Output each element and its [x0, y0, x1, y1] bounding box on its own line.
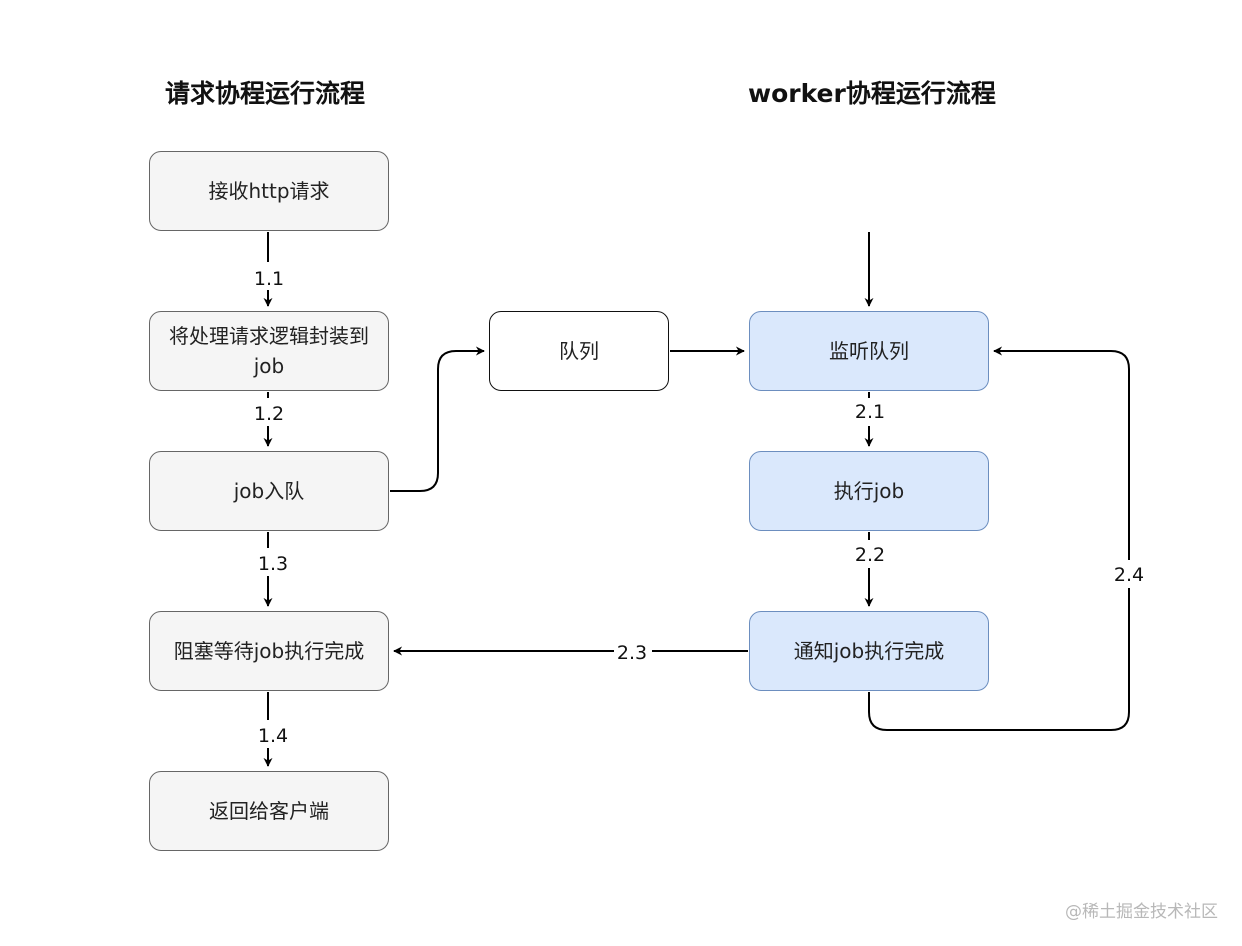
node-notify-done-label: 通知job执行完成 [793, 639, 945, 663]
node-return-client-label: 返回给客户端 [209, 799, 329, 823]
watermark: @稀土掘金技术社区 [1065, 902, 1218, 922]
worker-flow-title: worker协程运行流程 [748, 79, 996, 108]
node-execute-job: 执行job [749, 451, 989, 531]
edge-label-1-4: 1.4 [258, 725, 288, 747]
node-listen-queue-label: 监听队列 [829, 339, 909, 363]
edge-label-1-3: 1.3 [258, 553, 288, 575]
node-queue: 队列 [489, 311, 669, 391]
node-execute-job-label: 执行job [833, 479, 905, 503]
edge-label-2-2: 2.2 [855, 544, 885, 566]
edge-label-2-3: 2.3 [617, 642, 647, 664]
node-job-enqueue: job入队 [149, 451, 389, 531]
node-job-enqueue-label: job入队 [233, 479, 305, 503]
edge-2-4 [868, 346, 1130, 731]
edge-enqueue-to-queue [390, 346, 485, 492]
node-wrap-job-label: 将处理请求逻辑封装到job [169, 324, 369, 378]
edge-label-2-1: 2.1 [855, 401, 885, 423]
node-wrap-job: 将处理请求逻辑封装到job [149, 311, 389, 391]
edge-label-2-4: 2.4 [1114, 564, 1144, 586]
edge-label-1-1: 1.1 [254, 268, 284, 290]
request-flow-title: 请求协程运行流程 [165, 79, 366, 108]
node-receive-http: 接收http请求 [149, 151, 389, 231]
node-receive-http-label: 接收http请求 [208, 179, 330, 203]
node-queue-label: 队列 [559, 339, 599, 363]
edge-label-1-2: 1.2 [254, 403, 284, 425]
node-return-client: 返回给客户端 [149, 771, 389, 851]
node-block-wait: 阻塞等待job执行完成 [149, 611, 389, 691]
node-notify-done: 通知job执行完成 [749, 611, 989, 691]
node-block-wait-label: 阻塞等待job执行完成 [173, 639, 365, 663]
node-listen-queue: 监听队列 [749, 311, 989, 391]
